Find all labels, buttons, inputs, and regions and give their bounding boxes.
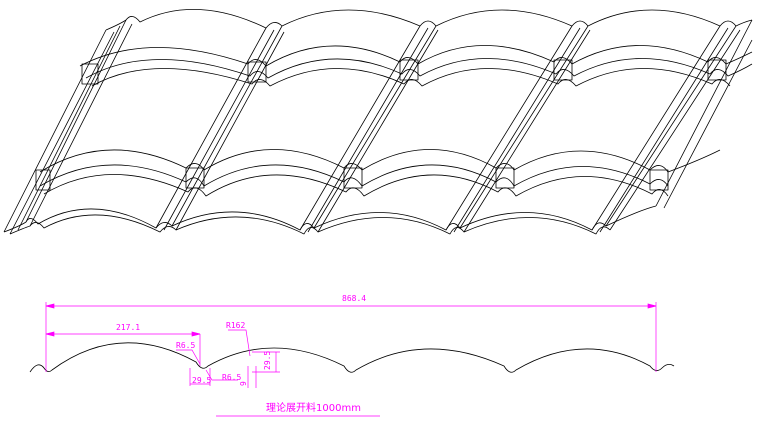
dim-overall-label: 868.4 (342, 294, 366, 303)
middle-step-top (39, 149, 721, 173)
leader-r65-top (176, 349, 201, 365)
label-r65-top: R6.5 (176, 341, 195, 350)
top-step-base (91, 68, 731, 87)
dim-wave-height (252, 351, 280, 373)
rib-4 (445, 25, 591, 233)
front-edge-outer (3, 205, 657, 233)
rib-1 (3, 19, 133, 235)
profile-curve (29, 342, 675, 373)
leader-r162 (228, 329, 251, 357)
rib-5 (591, 25, 741, 233)
rib-2 (155, 25, 285, 231)
dim-overall (45, 302, 657, 372)
top-step-lower (85, 58, 753, 79)
dim-step-height (247, 366, 257, 388)
step-blocks-middle (35, 167, 669, 191)
top-step-upper (79, 45, 753, 67)
label-r162: R162 (226, 321, 245, 330)
back-edge (105, 9, 753, 31)
right-edge (655, 19, 753, 209)
dim-pitch (45, 331, 201, 366)
middle-step-lower (43, 174, 669, 197)
front-edge-inner (9, 214, 611, 235)
step-blocks-top (81, 59, 727, 85)
dim-pitch-label: 217.1 (116, 323, 140, 332)
caption: 理论展开料1000mm (266, 401, 361, 414)
leader-r65-bottom (205, 369, 238, 381)
dim-step-width (189, 368, 211, 386)
dim-step-height-label: 9 (239, 381, 248, 386)
dim-wave-height-label: 29.5 (263, 351, 272, 370)
isometric-tile-view (3, 9, 753, 235)
label-r65-bottom: R6.5 (222, 373, 241, 382)
dim-step-width-label: 29.5 (192, 376, 211, 385)
profile-section: 868.4 217.1 R162 R6.5 R6.5 29.5 (29, 294, 675, 417)
rib-3 (299, 25, 439, 233)
